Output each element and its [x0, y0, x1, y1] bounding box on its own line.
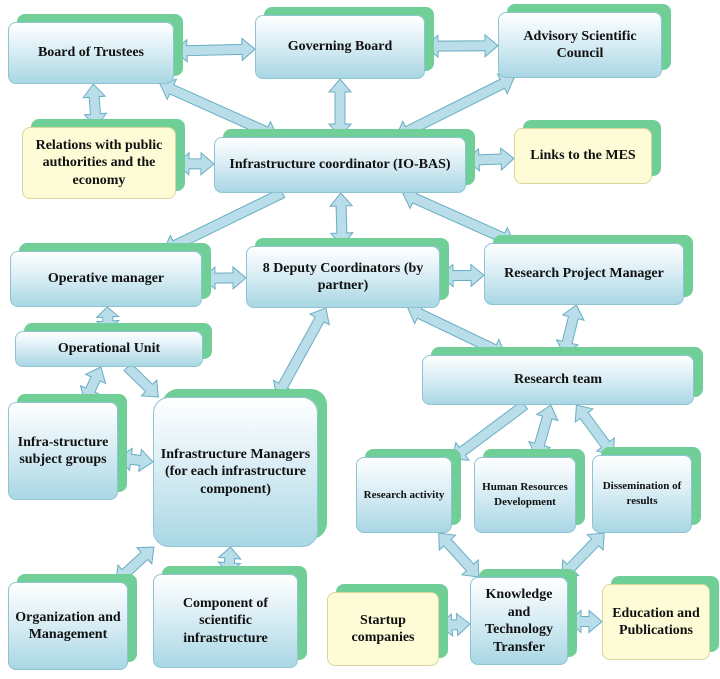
arrow-infrastructure-managers-to-component-of-scientific-infrastructure — [217, 546, 242, 575]
education-and-publications-box: Education and Publications — [602, 584, 710, 660]
research-project-manager-box: Research Project Manager — [484, 243, 684, 305]
arrow-deputy-coordinators-to-infrastructure-managers — [272, 307, 330, 398]
arrow-operative-manager-to-deputy-coordinators — [201, 265, 247, 291]
arrow-research-project-manager-to-research-team — [555, 304, 585, 356]
infrastructure-managers-box: Infrastructure Managers (for each infras… — [153, 397, 318, 547]
arrow-research-team-to-dissemination-of-results — [574, 404, 615, 456]
arrow-startup-companies-to-knowledge-and-technology-transfer — [438, 612, 471, 637]
research-activity-box: Research activity — [356, 457, 452, 533]
research-team-box: Research team — [422, 355, 694, 405]
arrow-infrastructure-coordinator-to-deputy-coordinators — [329, 192, 354, 247]
human-resources-development-box: Human Resources Development — [474, 457, 576, 533]
deputy-coordinators-box: 8 Deputy Coordinators (by partner) — [246, 246, 440, 308]
arrow-infrastructure-coordinator-to-operative-manager — [162, 187, 286, 256]
arrow-dissemination-of-results-to-knowledge-and-technology-transfer — [561, 532, 605, 578]
arrow-operational-unit-to-infrastructure-managers — [123, 362, 159, 398]
arrow-relations-public-authorities-to-infrastructure-coordinator — [175, 151, 215, 176]
operative-manager-box: Operative manager — [10, 251, 202, 307]
relations-public-authorities-box: Relations with public authorities and th… — [22, 127, 176, 199]
arrow-research-activity-to-knowledge-and-technology-transfer — [438, 532, 480, 578]
arrow-infrastructure-subject-groups-to-infrastructure-managers — [117, 447, 154, 473]
arrow-infrastructure-managers-to-organization-and-management — [115, 546, 155, 583]
infrastructure-subject-groups-box: Infra-structure subject groups — [8, 402, 118, 500]
operational-unit-box: Operational Unit — [15, 331, 203, 367]
arrow-board-of-trustees-to-relations-public-authorities — [82, 83, 108, 128]
arrow-advisory-scientific-council-to-infrastructure-coordinator — [395, 73, 515, 142]
arrow-board-of-trustees-to-governing-board — [173, 37, 256, 63]
arrow-knowledge-and-technology-transfer-to-education-and-publications — [567, 609, 603, 634]
links-to-mes-box: Links to the MES — [514, 128, 652, 184]
component-of-scientific-infrastructure-box: Component of scientific infrastructure — [153, 574, 298, 668]
arrow-operative-manager-to-operational-unit — [95, 306, 121, 332]
arrow-infrastructure-coordinator-to-links-to-mes — [465, 146, 515, 172]
governing-board-box: Governing Board — [255, 15, 425, 79]
infrastructure-coordinator-box: Infrastructure coordinator (IO-BAS) — [214, 137, 466, 193]
startup-companies-box: Startup companies — [327, 592, 439, 666]
arrow-governing-board-to-advisory-scientific-council — [424, 33, 499, 59]
arrow-deputy-coordinators-to-research-project-manager — [439, 263, 485, 288]
advisory-scientific-council-box: Advisory Scientific Council — [498, 12, 662, 78]
arrow-operational-unit-to-infrastructure-subject-groups — [79, 366, 107, 403]
knowledge-and-technology-transfer-box: Knowledge and Technology Transfer — [470, 577, 568, 665]
organization-and-management-box: Organization and Management — [8, 582, 128, 670]
arrow-research-team-to-human-resources-development — [528, 404, 559, 458]
dissemination-of-results-box: Dissemination of results — [592, 455, 692, 533]
board-of-trustees-box: Board of Trustees — [8, 22, 174, 84]
arrow-governing-board-to-infrastructure-coordinator — [327, 78, 353, 138]
arrow-research-team-to-research-activity — [451, 400, 529, 461]
